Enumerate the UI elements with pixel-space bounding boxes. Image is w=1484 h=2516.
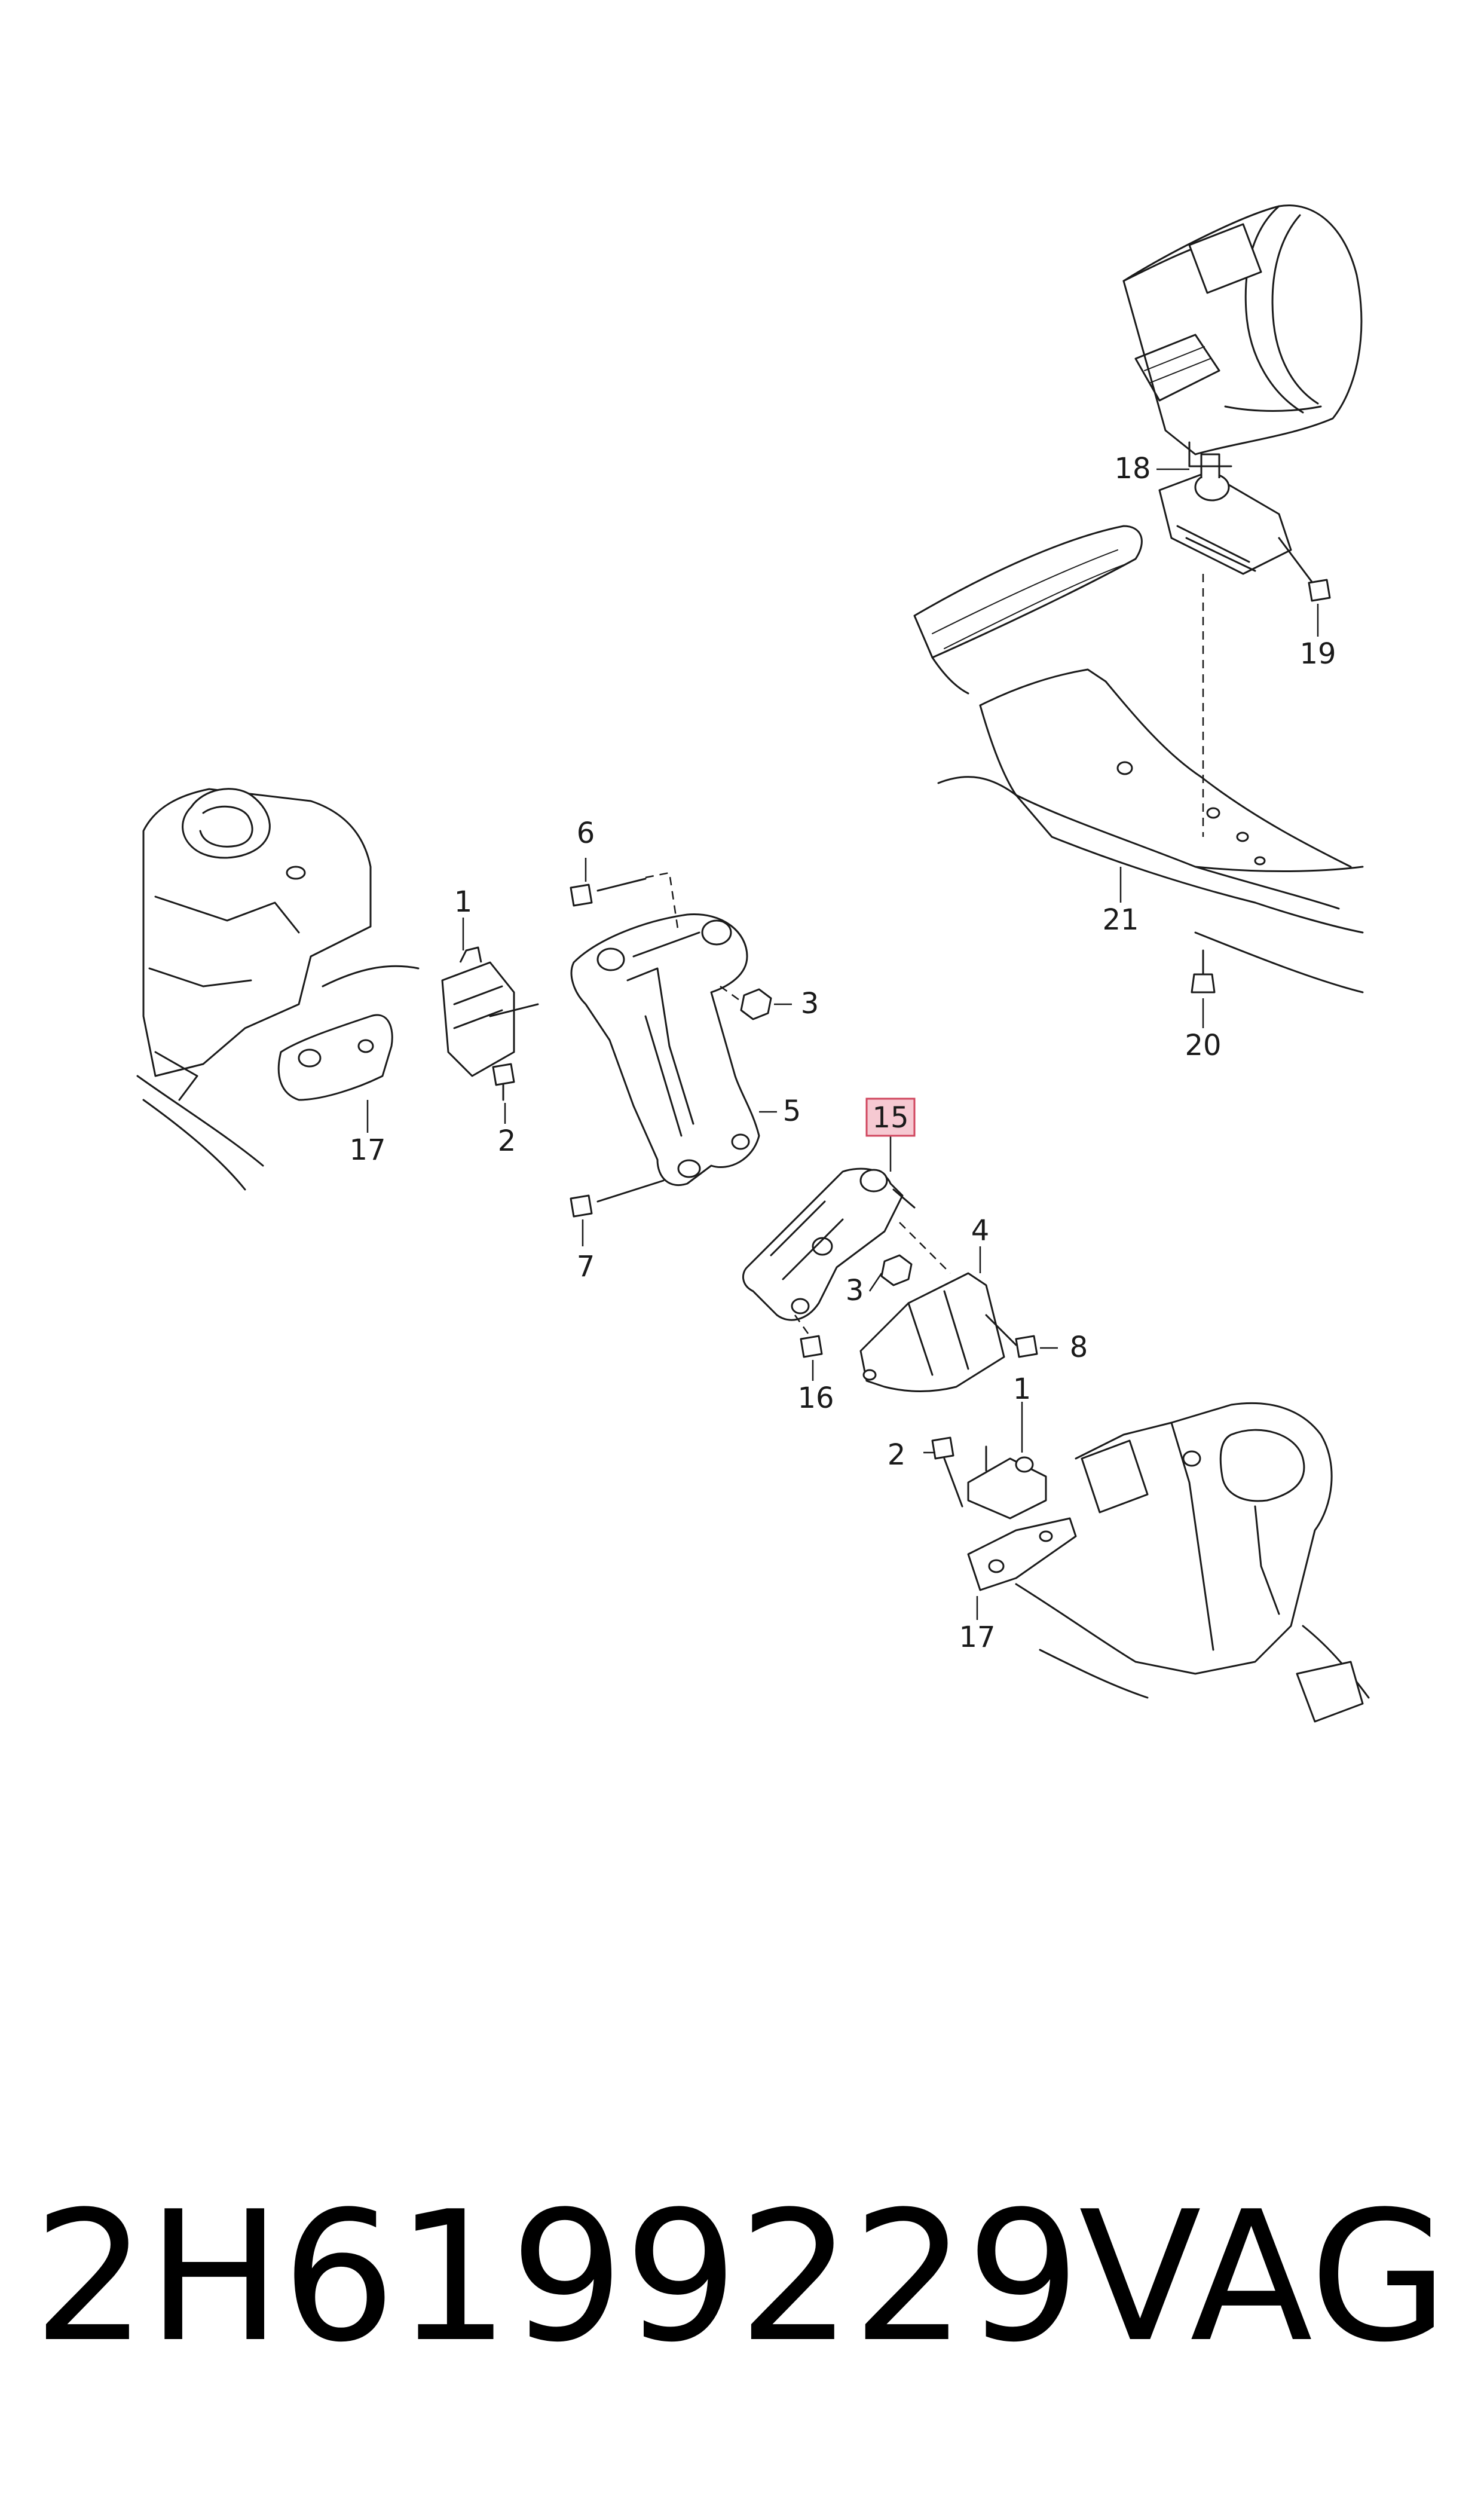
callout-2-right: 2 [888, 1438, 906, 1472]
callout-21: 21 [1102, 903, 1139, 937]
callout-18: 18 [1114, 452, 1151, 485]
callout-19: 19 [1299, 637, 1336, 671]
callout-1-left: 1 [454, 885, 473, 919]
callout-20: 20 [1185, 1029, 1221, 1062]
transmission-assembly [913, 204, 1364, 1028]
callout-6: 6 [577, 817, 595, 850]
callout-16: 16 [797, 1381, 834, 1415]
callout-3-top: 3 [801, 987, 819, 1020]
part-number-label: 2H6199229 [33, 2173, 1081, 2382]
callout-labels: 18 19 21 20 6 1 3 17 2 5 7 15 4 3 8 16 1… [349, 452, 1336, 1654]
callout-17-right: 17 [959, 1621, 995, 1654]
highlight-box [865, 1097, 916, 1137]
callout-17-left: 17 [349, 1133, 385, 1167]
callout-15: 15 [872, 1101, 908, 1135]
brand-label: VAG [1079, 2173, 1449, 2382]
callout-1-right: 1 [1013, 1372, 1032, 1406]
callout-5: 5 [783, 1095, 801, 1128]
callout-7: 7 [577, 1250, 595, 1283]
right-mount-assembly [742, 1124, 1370, 1723]
callout-4: 4 [971, 1214, 990, 1248]
left-mount-assembly [136, 788, 792, 1246]
callout-8: 8 [1070, 1331, 1088, 1364]
callout-3-mid: 3 [846, 1274, 864, 1307]
callout-2-left: 2 [498, 1124, 516, 1158]
